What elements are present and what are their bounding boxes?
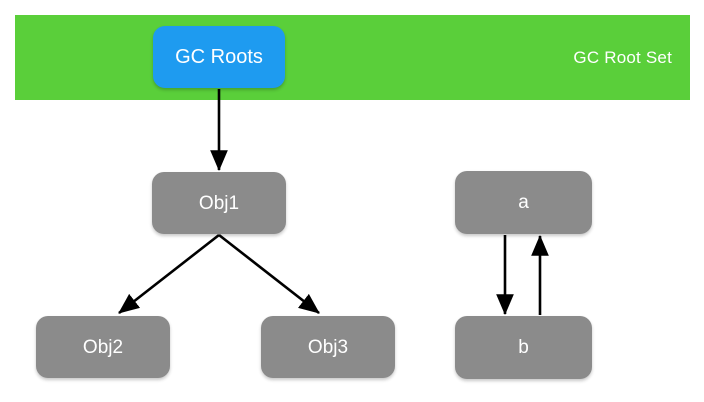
node-obj3-label: Obj3 [307, 336, 349, 358]
node-obj1-label: Obj1 [198, 192, 240, 214]
node-a-label: a [518, 192, 529, 213]
node-obj3[interactable]: Obj3 [261, 316, 395, 378]
node-obj2-label: Obj2 [82, 336, 124, 358]
edge-obj1-to-obj2 [118, 233, 220, 315]
node-obj1[interactable]: Obj1 [152, 172, 286, 234]
node-gc-roots-label: GC Roots [175, 46, 263, 68]
node-b-label: b [518, 337, 529, 358]
gc-root-set-label: GC Root Set [573, 47, 672, 67]
node-b[interactable]: b [455, 316, 592, 379]
node-a[interactable]: a [455, 171, 592, 234]
node-obj2[interactable]: Obj2 [36, 316, 170, 378]
gc-root-set-band: GC Root Set [15, 15, 690, 100]
node-gc-roots[interactable]: GC Roots [153, 26, 285, 88]
edge-obj1-to-obj3 [218, 233, 320, 315]
